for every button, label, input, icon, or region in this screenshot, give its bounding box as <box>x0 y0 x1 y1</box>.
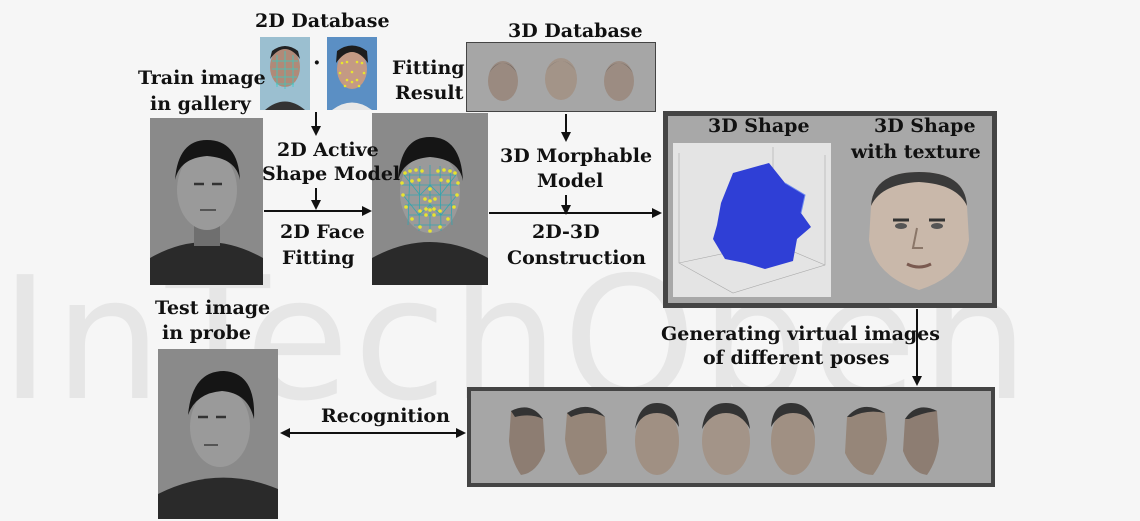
virtual-label-line2: of different poses <box>703 347 890 369</box>
construct-label-line2: Construction <box>507 247 646 269</box>
blue-face-shape <box>713 163 811 269</box>
shape-tex-label-line1: 3D Shape <box>874 115 976 137</box>
test-image <box>158 349 278 519</box>
pose-face-1 <box>509 407 545 475</box>
db3d-head-3 <box>604 61 634 101</box>
pose-face-4 <box>702 403 750 475</box>
asm-label-line2: Shape Model <box>262 163 401 185</box>
shape3d-panel: 3D Shape 3D Shape with texture <box>663 111 997 308</box>
db2d-image-2 <box>327 37 377 110</box>
db2d-label: 2D Database <box>255 10 390 32</box>
db2d-image-1 <box>260 37 310 110</box>
shape3d-label: 3D Shape <box>708 115 810 137</box>
train-label-line1: Train image <box>138 67 266 89</box>
construct-label-line1: 2D-3D <box>532 221 600 243</box>
shape3d-plot <box>673 143 831 297</box>
face-fit-label-line1: 2D Face <box>280 221 365 243</box>
pose-face-5 <box>771 403 815 475</box>
pose-strip-inner <box>471 391 991 483</box>
pose-strip-panel <box>467 387 995 487</box>
pose-face-6 <box>845 406 887 475</box>
db3d-panel <box>466 42 656 112</box>
fitting-label-line2: Result <box>395 82 464 104</box>
asm-label-line1: 2D Active <box>277 139 379 161</box>
textured-face <box>869 172 969 290</box>
fitting-result-image <box>372 113 488 285</box>
db3d-label: 3D Database <box>508 20 643 42</box>
virtual-label-line1: Generating virtual images <box>661 323 940 345</box>
train-label-line2: in gallery <box>150 93 251 115</box>
recognition-label: Recognition <box>321 405 450 427</box>
pose-face-7 <box>903 407 939 475</box>
shape-tex-label-line2: with texture <box>851 141 981 163</box>
fitting-label-line1: Fitting <box>392 57 465 79</box>
db3d-head-1 <box>488 61 518 101</box>
db3d-head-2 <box>545 58 577 100</box>
pose-face-2 <box>565 406 607 475</box>
db2d-ellipsis: · <box>313 50 321 76</box>
test-label-line2: in probe <box>162 322 251 344</box>
face-fit-label-line2: Fitting <box>282 247 355 269</box>
morph-label-line1: 3D Morphable <box>500 145 653 167</box>
pose-face-3 <box>635 403 679 475</box>
test-label-line1: Test image <box>155 297 271 319</box>
train-image <box>150 118 263 285</box>
morph-label-line2: Model <box>537 170 604 192</box>
